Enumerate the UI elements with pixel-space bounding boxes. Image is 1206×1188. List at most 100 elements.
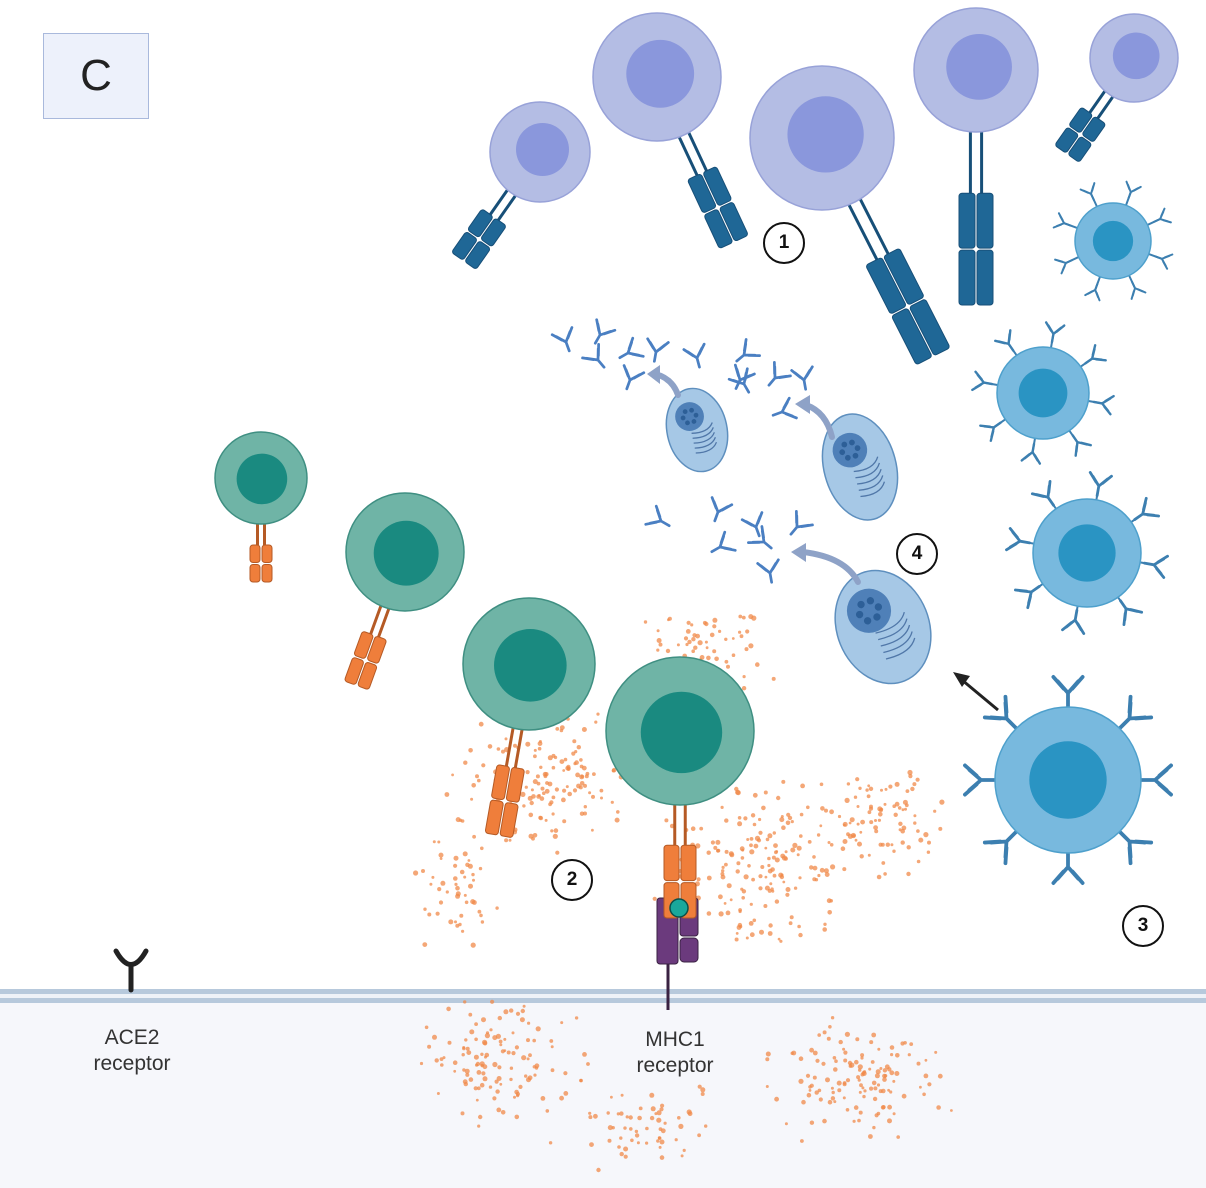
cytokine-dot [559, 759, 565, 764]
cytokine-dot [504, 737, 508, 741]
surface-antibody [1051, 851, 1085, 885]
cytokine-dot [849, 1062, 855, 1068]
cytokine-dot [764, 875, 768, 879]
cytokine-dot [459, 869, 465, 875]
cytokine-dot [579, 758, 583, 762]
cytokine-dot [809, 1047, 814, 1053]
cytokine-dot [444, 792, 450, 797]
cytokine-dot [484, 1055, 487, 1059]
b-cell-nucleus [946, 34, 1012, 100]
cytokine-dot [936, 1105, 941, 1110]
cytokine-dot [752, 792, 758, 798]
cytokine-dot [923, 832, 929, 838]
cytokine-dot [471, 783, 477, 788]
cytokine-dot [823, 868, 829, 874]
cytokine-dot [869, 820, 874, 825]
cytokine-dot [455, 885, 460, 891]
cytokine-dot [797, 924, 801, 929]
cytokine-dot [819, 782, 824, 787]
cytokine-dot [859, 854, 864, 859]
cytokine-dot [780, 853, 786, 859]
cytokine-dot [555, 850, 560, 855]
cytokine-dot [849, 817, 855, 823]
cytokine-dot [509, 1066, 514, 1070]
cytokine-dot [907, 1053, 911, 1057]
cytokine-dot [527, 1021, 531, 1025]
cytokine-dot [933, 809, 937, 813]
cytokine-dot [533, 754, 537, 759]
cytokine-dot [742, 675, 746, 679]
cytokine-dot [901, 808, 905, 812]
free-antibody [710, 496, 734, 523]
t-cell-nucleus [494, 629, 567, 702]
surface-antibody [1125, 180, 1142, 200]
cytokine-dot [656, 1139, 660, 1143]
cytokine-dot [503, 1009, 509, 1015]
cytokine-dot [748, 921, 754, 926]
cytokine-dot [721, 865, 725, 870]
cytokine-dot [424, 1025, 429, 1030]
surface-antibody [963, 763, 997, 797]
endoplasmic-reticulum [857, 468, 882, 485]
cytokine-dot [634, 1133, 640, 1138]
cytokine-dot [861, 1071, 866, 1075]
cytokine-dot [745, 936, 749, 940]
cytokine-dot [937, 1073, 943, 1079]
cytokine-dot [657, 1136, 662, 1140]
cytokine-dot [819, 824, 823, 828]
cytokine-dot [607, 1138, 612, 1143]
cytokine-dot [772, 831, 776, 835]
cell-receptor [958, 128, 994, 306]
cytokine-dot [496, 1076, 502, 1081]
cytokine-dot [599, 788, 604, 793]
cytokine-dot [563, 1071, 568, 1076]
cytokine-dot [872, 1096, 878, 1102]
cytokine-dot [724, 862, 728, 867]
cytokine-dot [649, 1092, 655, 1098]
cytokine-dot [725, 910, 731, 916]
surface-antibody [982, 830, 1018, 866]
surface-antibody [1052, 212, 1072, 229]
cytokine-dot [518, 1084, 523, 1089]
cytokine-dot [611, 1126, 615, 1130]
b-cell [1055, 13, 1179, 162]
plasma-cell-nucleus [1029, 741, 1107, 819]
cytokine-dot [781, 779, 786, 784]
cytokine-dot [758, 817, 762, 822]
surface-antibody [982, 694, 1018, 730]
cytokine-dot [565, 785, 569, 789]
cytokine-dot [654, 1112, 658, 1116]
cytokine-dot [747, 864, 751, 868]
cytokine-dot [574, 1016, 579, 1020]
cytokine-dot [867, 784, 871, 788]
cytokine-dot [623, 1146, 629, 1152]
endoplasmic-reticulum [692, 427, 714, 439]
cytokine-dot [737, 821, 743, 827]
surface-antibody [1133, 496, 1161, 521]
free-antibody [646, 337, 670, 363]
cytokine-dot [860, 1056, 864, 1060]
cytokine-dot [735, 789, 741, 795]
cytokine-dot [436, 1092, 440, 1095]
cytokine-dot [765, 1085, 769, 1088]
cytokine-dot [532, 833, 538, 838]
cytokine-dot [509, 1008, 514, 1013]
cytokine-dot [729, 898, 733, 902]
receptor-chain [976, 192, 994, 249]
cytokine-dot [908, 774, 913, 779]
cytokine-dot [765, 1051, 771, 1057]
cytokine-dot [475, 1098, 479, 1102]
cytokine-dot [714, 656, 719, 662]
receptor-chain [467, 209, 493, 238]
cytokine-dot [728, 851, 734, 857]
cytokine-dot [735, 869, 740, 874]
cytokine-dot [548, 1141, 553, 1145]
cytokine-dot [659, 1139, 665, 1145]
cytokine-dot [798, 1078, 804, 1084]
endoplasmic-reticulum [860, 481, 886, 498]
cytokine-dot [659, 1107, 664, 1112]
cytokine-dot [432, 840, 436, 844]
cytokine-dot [464, 1068, 470, 1074]
cytokine-dot [857, 1118, 861, 1123]
